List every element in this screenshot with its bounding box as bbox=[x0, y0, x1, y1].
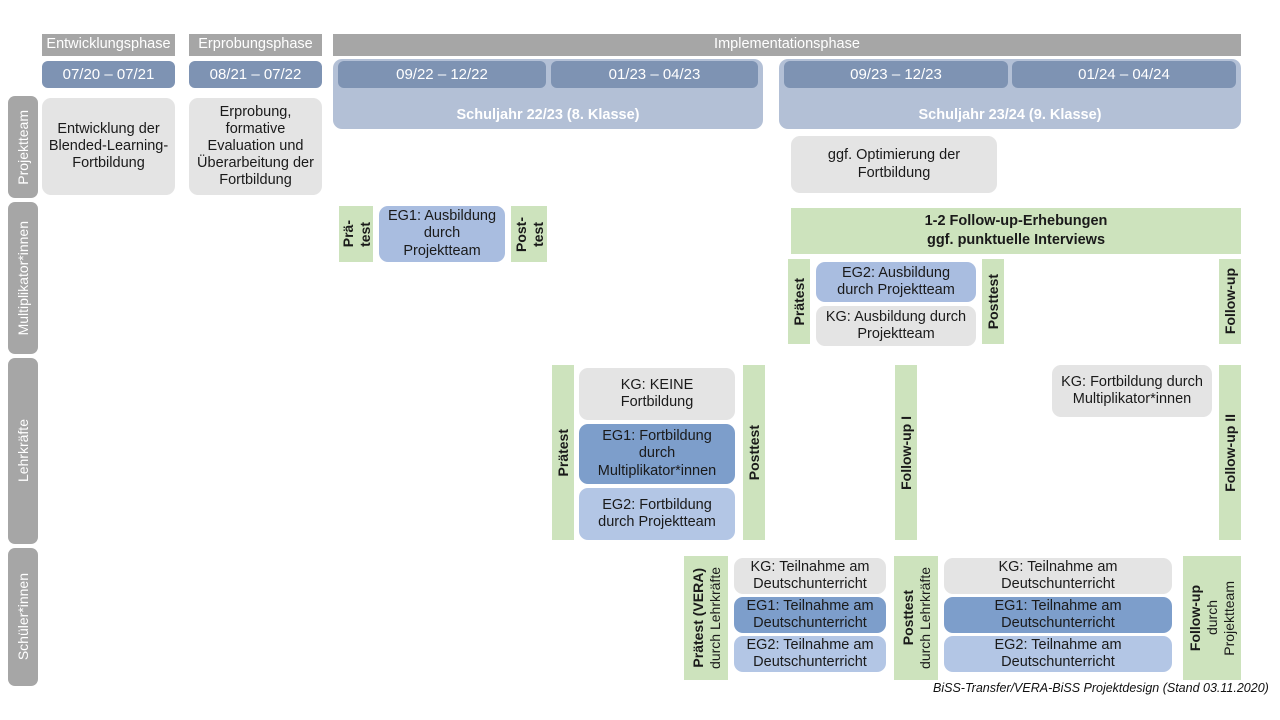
date-chip-09-23-12-23: 09/23 – 12/23 bbox=[784, 61, 1008, 88]
bar-followup-schueler: Follow-up durch Projektteam bbox=[1183, 556, 1241, 680]
schoolyear-2223-label: Schuljahr 22/23 (8. Klasse) bbox=[456, 107, 640, 123]
praetest-short-line1: Prä- bbox=[339, 220, 356, 248]
box-eg2-ausbildung-projektteam: EG2: Ausbildung durch Projektteam bbox=[816, 262, 976, 302]
posttest-short-line1: Post- bbox=[512, 216, 529, 252]
followup-multiplikator-text: Follow-up bbox=[1222, 268, 1238, 335]
actor-text-projektteam: Projektteam bbox=[15, 109, 31, 185]
praetest-vera-bold: Prätest (VERA) bbox=[689, 568, 706, 668]
box-eg1-fortbildung-multiplikator: EG1: Fortbildung durch Multiplikator*inn… bbox=[579, 424, 735, 484]
praetest-lehrkraefte-text: Prätest bbox=[555, 428, 571, 477]
box-schueler-right-kg: KG: Teilnahme am Deutschunterricht bbox=[944, 558, 1172, 594]
box-schueler-right-eg2: EG2: Teilnahme am Deutschunterricht bbox=[944, 636, 1172, 672]
box-entwicklung-blended-learning: Entwicklung der Blended-Learning-Fortbil… bbox=[42, 98, 175, 195]
box-erprobung-evaluation: Erprobung, formative Evaluation und Über… bbox=[189, 98, 322, 195]
followup-schueler-bold: Follow-up bbox=[1187, 584, 1203, 652]
posttest-multiplikator-text: Posttest bbox=[985, 273, 1001, 330]
bar-posttest-multiplikator-short: Post- test bbox=[511, 206, 547, 262]
schoolyear-2324-label: Schuljahr 23/24 (9. Klasse) bbox=[918, 107, 1102, 123]
date-chip-08-21-07-22: 08/21 – 07/22 bbox=[189, 61, 322, 88]
bar-followup-1-lehrkraefte: Follow-up I bbox=[895, 365, 917, 540]
bar-praetest-vera-schueler: Prätest (VERA) durch Lehrkräfte bbox=[684, 556, 728, 680]
footer-credit: BiSS-Transfer/VERA-BiSS Projektdesign (S… bbox=[933, 681, 1269, 695]
bar-posttest-schueler: Posttest durch Lehrkräfte bbox=[894, 556, 938, 680]
actor-label-lehrkraefte: Lehrkräfte bbox=[8, 358, 38, 544]
posttest-short-line2: test bbox=[529, 221, 546, 247]
followup-2-lehrkraefte-text: Follow-up II bbox=[1222, 413, 1238, 492]
bar-posttest-lehrkraefte: Posttest bbox=[743, 365, 765, 540]
praetest-short-line2: test bbox=[356, 221, 373, 247]
praetest-vera-sub: durch Lehrkräfte bbox=[706, 567, 723, 669]
box-kg-fortbildung-multiplikator: KG: Fortbildung durch Multiplikator*inne… bbox=[1052, 365, 1212, 417]
box-schueler-left-kg: KG: Teilnahme am Deutschunterricht bbox=[734, 558, 886, 594]
praetest-multiplikator-text: Prätest bbox=[791, 277, 807, 326]
date-chip-07-20-07-21: 07/20 – 07/21 bbox=[42, 61, 175, 88]
posttest-schueler-bold: Posttest bbox=[899, 590, 916, 646]
followup-schueler-sub1: durch bbox=[1204, 600, 1220, 636]
banner-followup-erhebungen: 1-2 Follow-up-Erhebungen ggf. punktuelle… bbox=[791, 208, 1241, 254]
actor-label-schueler: Schüler*innen bbox=[8, 548, 38, 686]
box-eg2-fortbildung-projektteam: EG2: Fortbildung durch Projektteam bbox=[579, 488, 735, 540]
followup-1-lehrkraefte-text: Follow-up I bbox=[898, 415, 914, 490]
phase-header-implementation: Implementationsphase bbox=[333, 34, 1241, 56]
followup-schueler-sub2: Projektteam bbox=[1221, 580, 1237, 656]
phase-header-erprobung: Erprobungsphase bbox=[189, 34, 322, 56]
date-chip-01-23-04-23: 01/23 – 04/23 bbox=[551, 61, 758, 88]
actor-label-multiplikator: Multiplikator*innen bbox=[8, 202, 38, 354]
date-chip-09-22-12-22: 09/22 – 12/22 bbox=[338, 61, 546, 88]
actor-label-projektteam: Projektteam bbox=[8, 96, 38, 198]
box-schueler-left-eg1: EG1: Teilnahme am Deutschunterricht bbox=[734, 597, 886, 633]
date-chip-01-24-04-24: 01/24 – 04/24 bbox=[1012, 61, 1236, 88]
posttest-lehrkraefte-text: Posttest bbox=[746, 424, 762, 481]
actor-text-schueler: Schüler*innen bbox=[15, 573, 31, 661]
posttest-schueler-sub: durch Lehrkräfte bbox=[916, 567, 933, 669]
box-schueler-right-eg1: EG1: Teilnahme am Deutschunterricht bbox=[944, 597, 1172, 633]
actor-text-multiplikator: Multiplikator*innen bbox=[15, 220, 31, 336]
bar-praetest-multiplikator-short: Prä- test bbox=[339, 206, 373, 262]
followup-banner-line1: 1-2 Follow-up-Erhebungen bbox=[924, 213, 1108, 230]
bar-praetest-lehrkraefte: Prätest bbox=[552, 365, 574, 540]
bar-followup-2-lehrkraefte: Follow-up II bbox=[1219, 365, 1241, 540]
box-kg-keine-fortbildung: KG: KEINE Fortbildung bbox=[579, 368, 735, 420]
box-eg1-ausbildung-projektteam: EG1: Ausbildung durch Projektteam bbox=[379, 206, 505, 262]
phase-header-entwicklung: Entwicklungsphase bbox=[42, 34, 175, 56]
box-schueler-left-eg2: EG2: Teilnahme am Deutschunterricht bbox=[734, 636, 886, 672]
box-kg-ausbildung-projektteam: KG: Ausbildung durch Projektteam bbox=[816, 306, 976, 346]
bar-followup-multiplikator: Follow-up bbox=[1219, 259, 1241, 344]
actor-text-lehrkraefte: Lehrkräfte bbox=[15, 419, 31, 483]
bar-praetest-multiplikator: Prätest bbox=[788, 259, 810, 344]
followup-banner-line2: ggf. punktuelle Interviews bbox=[926, 232, 1106, 248]
bar-posttest-multiplikator: Posttest bbox=[982, 259, 1004, 344]
box-ggf-optimierung: ggf. Optimierung der Fortbildung bbox=[791, 136, 997, 193]
